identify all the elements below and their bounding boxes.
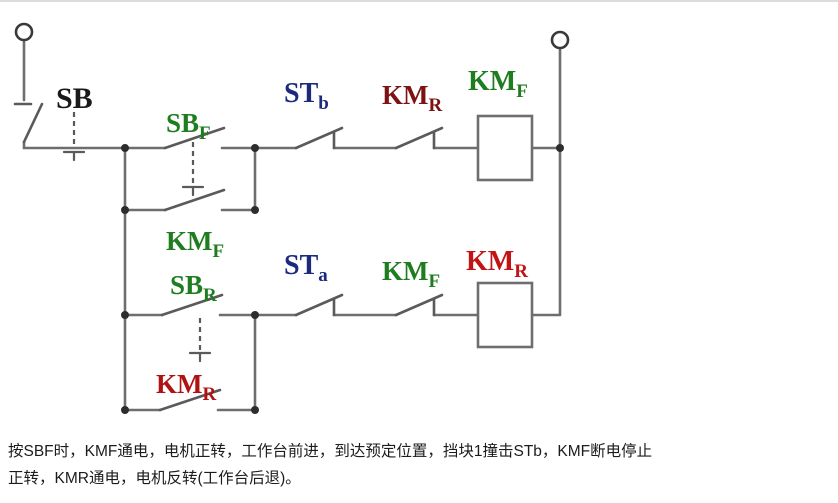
label-sbf: SBF xyxy=(166,108,211,144)
label-kmr-coil: KMR xyxy=(466,246,528,282)
label-stb: STb xyxy=(284,78,329,114)
caption-line-2: 正转，KMR通电，电机反转(工作台后退)。 xyxy=(8,470,301,487)
top-divider xyxy=(0,0,838,2)
label-kmr-nc: KMR xyxy=(382,80,443,116)
junction-dot xyxy=(251,144,259,152)
label-sb: SB xyxy=(56,82,93,115)
sb-contact xyxy=(13,102,44,144)
junction-dot xyxy=(251,311,259,319)
kmf-coil xyxy=(476,114,534,182)
sbr-actuator-cap xyxy=(188,351,212,363)
junction-dot xyxy=(251,206,259,214)
junction-dot xyxy=(121,206,129,214)
label-kmf-nc: KMF xyxy=(382,256,440,292)
kmr-coil xyxy=(476,281,534,349)
junction-dot xyxy=(556,144,564,152)
sta-contact xyxy=(294,293,344,317)
caption-line-1: 按SBF时，KMF通电，电机正转，工作台前进，到达预定位置，挡块1撞击STb，K… xyxy=(8,443,653,460)
junction-dot xyxy=(121,144,129,152)
kmf-aux-contact xyxy=(163,188,226,212)
label-kmf-aux: KMF xyxy=(166,226,224,262)
label-kmf-coil: KMF xyxy=(468,66,528,102)
junction-dots xyxy=(121,144,564,414)
kmf-nc-contact xyxy=(394,293,444,317)
circuit-diagram: SB SBF STb KMR KMF KMF SBR STa KMF KMR xyxy=(13,22,570,414)
sb-actuator-cap xyxy=(62,150,86,162)
kmr-aux-contact xyxy=(158,388,222,412)
sb-actuator xyxy=(62,112,86,162)
terminal-right xyxy=(550,30,570,50)
sbf-actuator-cap xyxy=(181,185,205,197)
caption: 按SBF时，KMF通电，电机正转，工作台前进，到达预定位置，挡块1撞击STb，K… xyxy=(8,438,828,492)
sbr-contact xyxy=(160,293,224,317)
label-kmr-aux: KMR xyxy=(156,369,217,405)
label-sbr: SBR xyxy=(170,270,217,306)
label-sta: STa xyxy=(284,250,328,286)
terminal-left xyxy=(14,22,34,42)
sbf-actuator xyxy=(181,142,205,197)
sbf-contact xyxy=(163,126,226,150)
stb-contact xyxy=(294,126,344,150)
junction-dot xyxy=(251,406,259,414)
sbr-actuator xyxy=(188,318,212,363)
junction-dot xyxy=(121,406,129,414)
kmr-nc-contact xyxy=(394,126,444,150)
junction-dot xyxy=(121,311,129,319)
